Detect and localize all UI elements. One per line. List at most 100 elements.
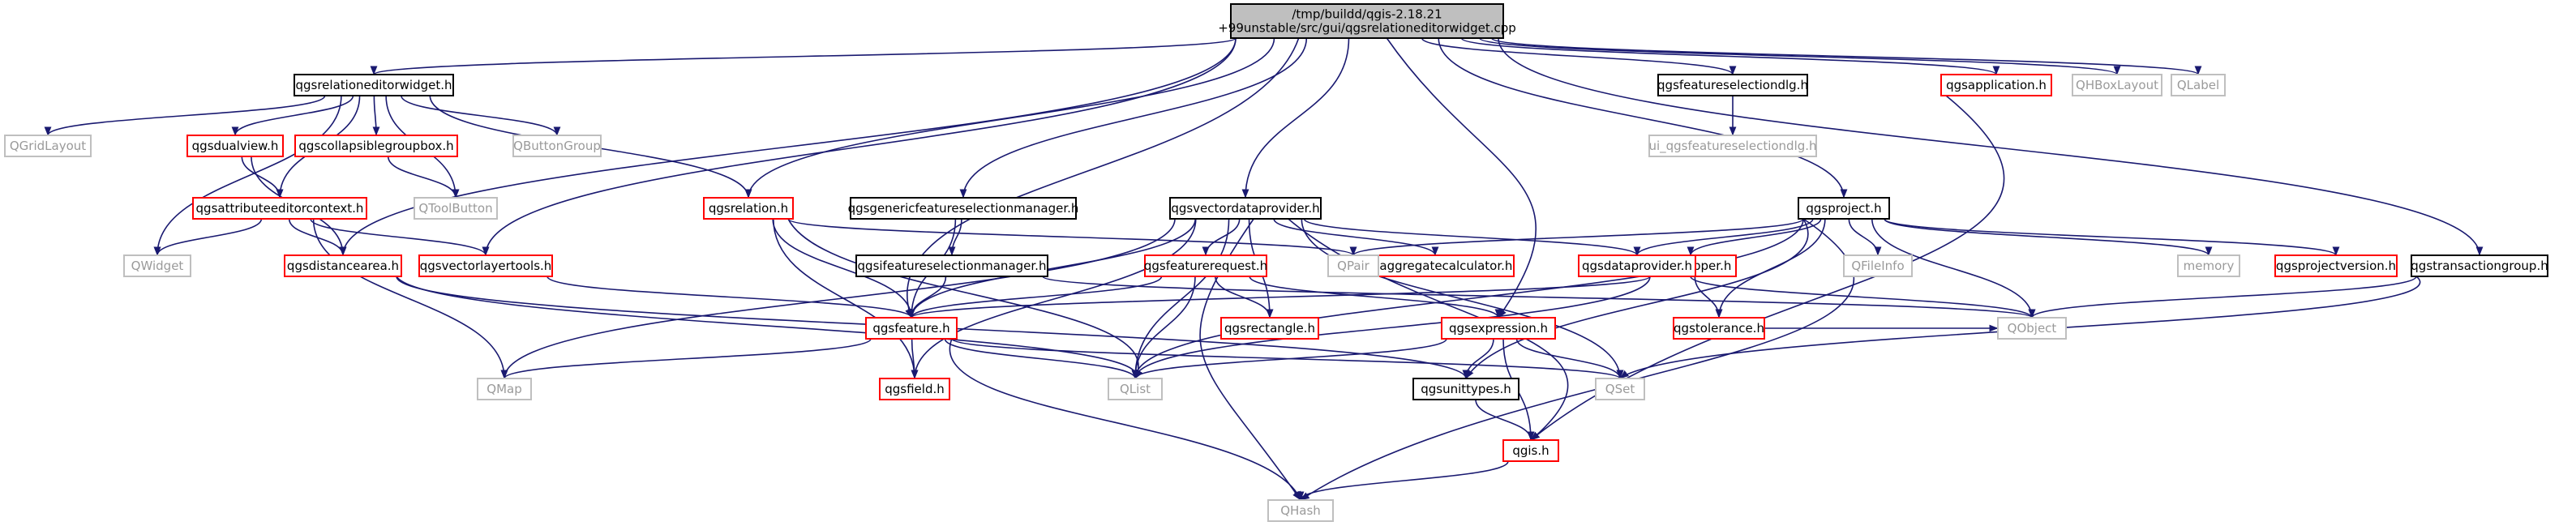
node-qlist[interactable]: QList: [1108, 378, 1163, 400]
node-qgsvectorlayertools-h[interactable]: qgsvectorlayertools.h: [418, 254, 553, 277]
edge-qgsproject-h-to-qobject: [1871, 218, 2036, 319]
node-box: [1648, 135, 1817, 157]
node-box: [2072, 74, 2162, 96]
edge-qgsvectorlayertools-h-to-qgsfeature-h: [546, 276, 915, 319]
node-label: qgis.h: [1512, 443, 1549, 458]
edge-qgsexpression-h-to-qgsunittypes-h: [1462, 338, 1494, 379]
node-label: qgsdataprovider.h: [1582, 259, 1692, 273]
edge-qgsattributeeditorcontext-h-to-qgsdistancearea-h: [288, 218, 347, 256]
node-box: [1997, 317, 2067, 340]
node-qgsgenericfeatureselectionmanager-h[interactable]: qgsgenericfeatureselectionmanager.h: [848, 197, 1079, 220]
node-qgsaggregatecalculator-h[interactable]: qgsaggregatecalculator.h: [1356, 254, 1515, 277]
node-qgsrectangle-h[interactable]: qgsrectangle.h: [1220, 317, 1319, 340]
node-label: qgsrelationeditorwidget.h: [295, 78, 452, 92]
node-box: [2411, 254, 2548, 277]
node-box: [879, 378, 950, 400]
node-box: [1412, 378, 1519, 400]
edge-root-to-qhboxlayout: [1479, 37, 2121, 75]
edge-qgsfeaturerequest-h-to-qgsfeature-h: [907, 276, 1163, 319]
node-qgsfeatureselectiondlg-h[interactable]: qgsfeatureselectiondlg.h: [1657, 74, 1808, 96]
edge-qgsproject-h-to-qfileinfo: [1848, 218, 1882, 256]
node-qgsfeature-h[interactable]: qgsfeature.h: [865, 317, 958, 340]
node-qwidget[interactable]: QWidget: [123, 254, 191, 277]
node-qpair[interactable]: QPair: [1327, 254, 1379, 277]
node-qgsapplication-h[interactable]: qgsapplication.h: [1940, 74, 2052, 96]
node-box: [1798, 197, 1890, 220]
node-qobject[interactable]: QObject: [1997, 317, 2067, 340]
node-qgsprojectversion-h[interactable]: qgsprojectversion.h: [2274, 254, 2398, 277]
node-label: QFileInfo: [1851, 259, 1904, 273]
node-label: qgsifeatureselectionmanager.h: [858, 259, 1047, 273]
node-label: QHBoxLayout: [2076, 78, 2158, 92]
node-qgsproject-h[interactable]: qgsproject.h: [1798, 197, 1890, 220]
node-qfileinfo[interactable]: QFileInfo: [1843, 254, 1913, 277]
node-ui-qgsfeatureselectiondlg-h[interactable]: ui_qgsfeatureselectiondlg.h: [1648, 135, 1817, 157]
node-qgsrelationeditorwidget-h[interactable]: qgsrelationeditorwidget.h: [294, 74, 454, 96]
node-box: [1169, 197, 1322, 220]
node-label: qgsfield.h: [885, 382, 945, 396]
node-qgscollapsiblegroupbox-h[interactable]: qgscollapsiblegroupbox.h: [294, 135, 458, 157]
node-label: qgsfeaturerequest.h: [1144, 259, 1267, 273]
node-qgsunittypes-h[interactable]: qgsunittypes.h: [1412, 378, 1519, 400]
node-box: [1595, 378, 1645, 400]
node-qgstransactiongroup-h[interactable]: qgstransactiongroup.h: [2411, 254, 2548, 277]
node-qmap[interactable]: QMap: [477, 378, 532, 400]
node-qgsifeatureselectionmanager-h[interactable]: qgsifeatureselectionmanager.h: [855, 254, 1048, 277]
node-qgsfeaturerequest-h[interactable]: qgsfeaturerequest.h: [1144, 254, 1267, 277]
node-box: [192, 197, 367, 220]
edge-qgsattributeeditorcontext-h-to-qwidget: [153, 218, 263, 256]
node-qgis-h[interactable]: qgis.h: [1502, 439, 1559, 462]
node-box: [1220, 317, 1319, 340]
edge-root-to-qgsexpression-h: [1386, 37, 1537, 319]
node-box: [865, 317, 958, 340]
node-label: /tmp/buildd/qgis-2.18.21: [1292, 7, 1442, 22]
node-qgsdistancearea-h[interactable]: qgsdistancearea.h: [284, 254, 402, 277]
node-label: qgsrectangle.h: [1224, 321, 1315, 336]
node-root[interactable]: /tmp/buildd/qgis-2.18.21+99unstable/src/…: [1218, 3, 1516, 39]
edge-qgsvectordataprovider-h-to-qgsfeaturerequest-h: [1202, 218, 1241, 256]
edge-qgssnapper-h-to-qlist: [1131, 276, 1651, 379]
edge-root-to-qlabel: [1491, 37, 2202, 75]
node-qgsvectordataprovider-h[interactable]: qgsvectordataprovider.h: [1169, 197, 1322, 220]
edge-root-to-qgsrelationeditorwidget-h: [371, 37, 1237, 75]
node-label: qgsgenericfeatureselectionmanager.h: [848, 201, 1079, 216]
node-memory[interactable]: memory: [2177, 254, 2240, 277]
node-box: [1843, 254, 1913, 277]
node-qlabel[interactable]: QLabel: [2171, 74, 2226, 96]
node-qgsrelation-h[interactable]: qgsrelation.h: [703, 197, 794, 220]
edge-qgsrelationeditorwidget-h-to-qwidget: [153, 95, 342, 256]
node-qhboxlayout[interactable]: QHBoxLayout: [2072, 74, 2162, 96]
node-label: qgsdualview.h: [192, 139, 279, 153]
node-qgsattributeeditorcontext-h[interactable]: qgsattributeeditorcontext.h: [192, 197, 367, 220]
node-box: [2171, 74, 2226, 96]
node-qgsfield-h[interactable]: qgsfield.h: [879, 378, 950, 400]
node-qhash[interactable]: QHash: [1267, 499, 1334, 522]
node-box: [294, 74, 454, 96]
node-box: [123, 254, 191, 277]
node-label: qgstolerance.h: [1674, 321, 1764, 336]
node-box: [850, 197, 1077, 220]
node-qtoolbutton[interactable]: QToolButton: [414, 197, 498, 220]
edge-root-to-qgsvectorlayertools-h: [482, 37, 1237, 256]
edge-root-to-qgsproject-h: [1438, 37, 1848, 199]
edge-qgsvectordataprovider-h-to-qgsaggregatecalculator-h: [1273, 218, 1439, 256]
edge-qgsproject-h-to-qgsdataprovider-h: [1633, 218, 1814, 256]
node-box: [284, 254, 402, 277]
node-qgridlayout[interactable]: QGridLayout: [4, 135, 92, 157]
node-box: [1230, 3, 1504, 39]
node-qgstolerance-h[interactable]: qgstolerance.h: [1673, 317, 1765, 340]
node-box: [1502, 439, 1559, 462]
node-box: [418, 254, 553, 277]
node-qgsdualview-h[interactable]: qgsdualview.h: [186, 135, 284, 157]
node-label: qgsvectorlayertools.h: [420, 259, 552, 273]
node-qgsexpression-h[interactable]: qgsexpression.h: [1441, 317, 1556, 340]
edge-qgsfeaturerequest-h-to-qlist: [1131, 276, 1196, 379]
edge-qgsexpression-h-to-qlist: [1131, 338, 1447, 379]
node-qbuttongroup[interactable]: QButtonGroup: [512, 135, 602, 157]
node-label: ui_qgsfeatureselectiondlg.h: [1648, 139, 1816, 154]
node-qset[interactable]: QSet: [1595, 378, 1645, 400]
node-box: [1940, 74, 2052, 96]
node-qgsdataprovider-h[interactable]: qgsdataprovider.h: [1578, 254, 1696, 277]
node-label: QPair: [1337, 259, 1370, 273]
node-box: [1108, 378, 1163, 400]
